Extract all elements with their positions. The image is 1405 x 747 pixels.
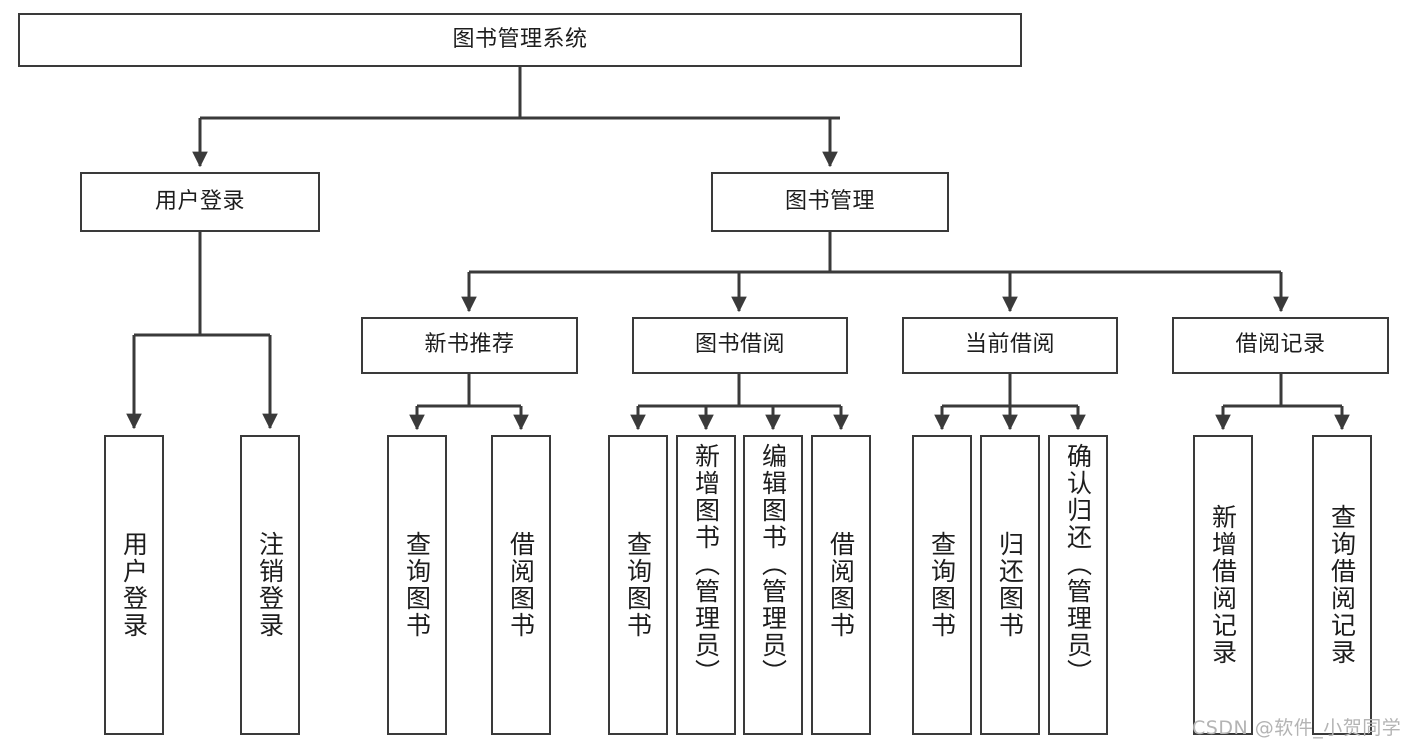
node-current-borrow-label: 当前借阅 (964, 332, 1055, 358)
leaf-confirm-return-admin-label: 确认归还（管理员） (1063, 443, 1093, 686)
leaf-user-login[interactable]: 用户登录 (104, 435, 164, 735)
leaf-edit-book-admin-label: 编辑图书（管理员） (758, 443, 788, 686)
leaf-add-borrow-record-label: 新增借阅记录 (1208, 504, 1238, 666)
node-root-label: 图书管理系统 (452, 26, 588, 52)
leaf-query-book-borrow-label: 查询图书 (623, 531, 653, 639)
node-current-borrow[interactable]: 当前借阅 (902, 317, 1118, 374)
leaf-edit-book-admin[interactable]: 编辑图书（管理员） (743, 435, 803, 735)
node-borrow-record-label: 借阅记录 (1235, 332, 1326, 358)
leaf-user-login-label: 用户登录 (119, 531, 149, 639)
node-book-manage-label: 图书管理 (784, 188, 875, 214)
watermark: CSDN @软件_小贺同学 (1192, 717, 1402, 739)
leaf-query-book-new[interactable]: 查询图书 (387, 435, 447, 735)
node-new-book-recommend-label: 新书推荐 (424, 332, 515, 358)
leaf-add-book-admin[interactable]: 新增图书（管理员） (676, 435, 736, 735)
leaf-query-borrow-record[interactable]: 查询借阅记录 (1312, 435, 1372, 735)
leaf-query-borrow-record-label: 查询借阅记录 (1327, 504, 1357, 666)
leaf-return-book[interactable]: 归还图书 (980, 435, 1040, 735)
leaf-user-logout-label: 注销登录 (255, 531, 285, 639)
node-root[interactable]: 图书管理系统 (18, 13, 1022, 67)
node-user-login[interactable]: 用户登录 (80, 172, 320, 232)
leaf-borrow-book-new-label: 借阅图书 (506, 531, 536, 639)
node-book-borrow[interactable]: 图书借阅 (632, 317, 848, 374)
leaf-query-book-borrow[interactable]: 查询图书 (608, 435, 668, 735)
leaf-add-book-admin-label: 新增图书（管理员） (691, 443, 721, 686)
leaf-query-book-current[interactable]: 查询图书 (912, 435, 972, 735)
leaf-user-logout[interactable]: 注销登录 (240, 435, 300, 735)
leaf-query-book-current-label: 查询图书 (927, 531, 957, 639)
leaf-borrow-book-borrow-label: 借阅图书 (826, 531, 856, 639)
node-new-book-recommend[interactable]: 新书推荐 (361, 317, 578, 374)
leaf-borrow-book-new[interactable]: 借阅图书 (491, 435, 551, 735)
node-borrow-record[interactable]: 借阅记录 (1172, 317, 1389, 374)
node-book-manage[interactable]: 图书管理 (711, 172, 949, 232)
leaf-query-book-new-label: 查询图书 (402, 531, 432, 639)
leaf-confirm-return-admin[interactable]: 确认归还（管理员） (1048, 435, 1108, 735)
node-user-login-label: 用户登录 (154, 188, 245, 214)
node-book-borrow-label: 图书借阅 (694, 332, 785, 358)
leaf-return-book-label: 归还图书 (995, 531, 1025, 639)
leaf-borrow-book-borrow[interactable]: 借阅图书 (811, 435, 871, 735)
leaf-add-borrow-record[interactable]: 新增借阅记录 (1193, 435, 1253, 735)
